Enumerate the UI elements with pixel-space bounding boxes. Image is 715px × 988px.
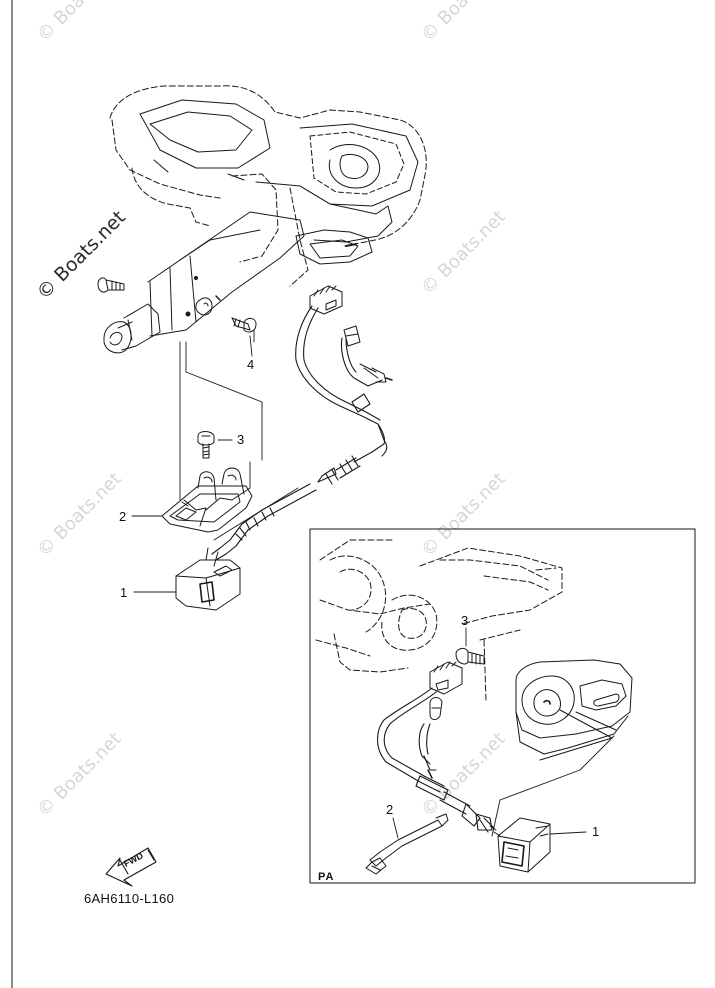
inset-callout-1: 1 [592, 824, 600, 839]
inset-screw-3 [455, 627, 485, 665]
tiller-arm [103, 211, 305, 354]
callout-4: 4 [247, 357, 255, 372]
drawing-code: 6AH6110-L160 [84, 891, 175, 906]
inset-bracket-housing [315, 539, 563, 701]
screw-upper-left [97, 277, 125, 293]
inset-trim-switch [489, 735, 615, 873]
inset-mounting-plate [515, 659, 633, 761]
inset-cable-tie [365, 813, 449, 875]
bracket-housing [109, 85, 427, 287]
switch-holder-bracket [131, 467, 253, 533]
callout-2: 2 [119, 509, 127, 524]
trim-switch [133, 547, 241, 611]
harness-connector-main [309, 285, 343, 315]
inset-harness-connector [429, 661, 463, 721]
dashed-alignment-lines [179, 329, 299, 541]
inset-frame [309, 528, 696, 884]
screw-4 [231, 317, 257, 357]
callout-3: 3 [237, 432, 245, 447]
inset-callout-3: 3 [461, 613, 469, 628]
wire-harness [211, 305, 388, 561]
inset-wire-harness [376, 687, 495, 833]
inset-callout-2: 2 [386, 802, 394, 817]
callout-1: 1 [120, 585, 128, 600]
screw-3 [197, 431, 233, 459]
inset-label: PA [318, 871, 335, 883]
harness-bullet-connector [343, 325, 393, 383]
fwd-arrow-icon [105, 847, 157, 887]
